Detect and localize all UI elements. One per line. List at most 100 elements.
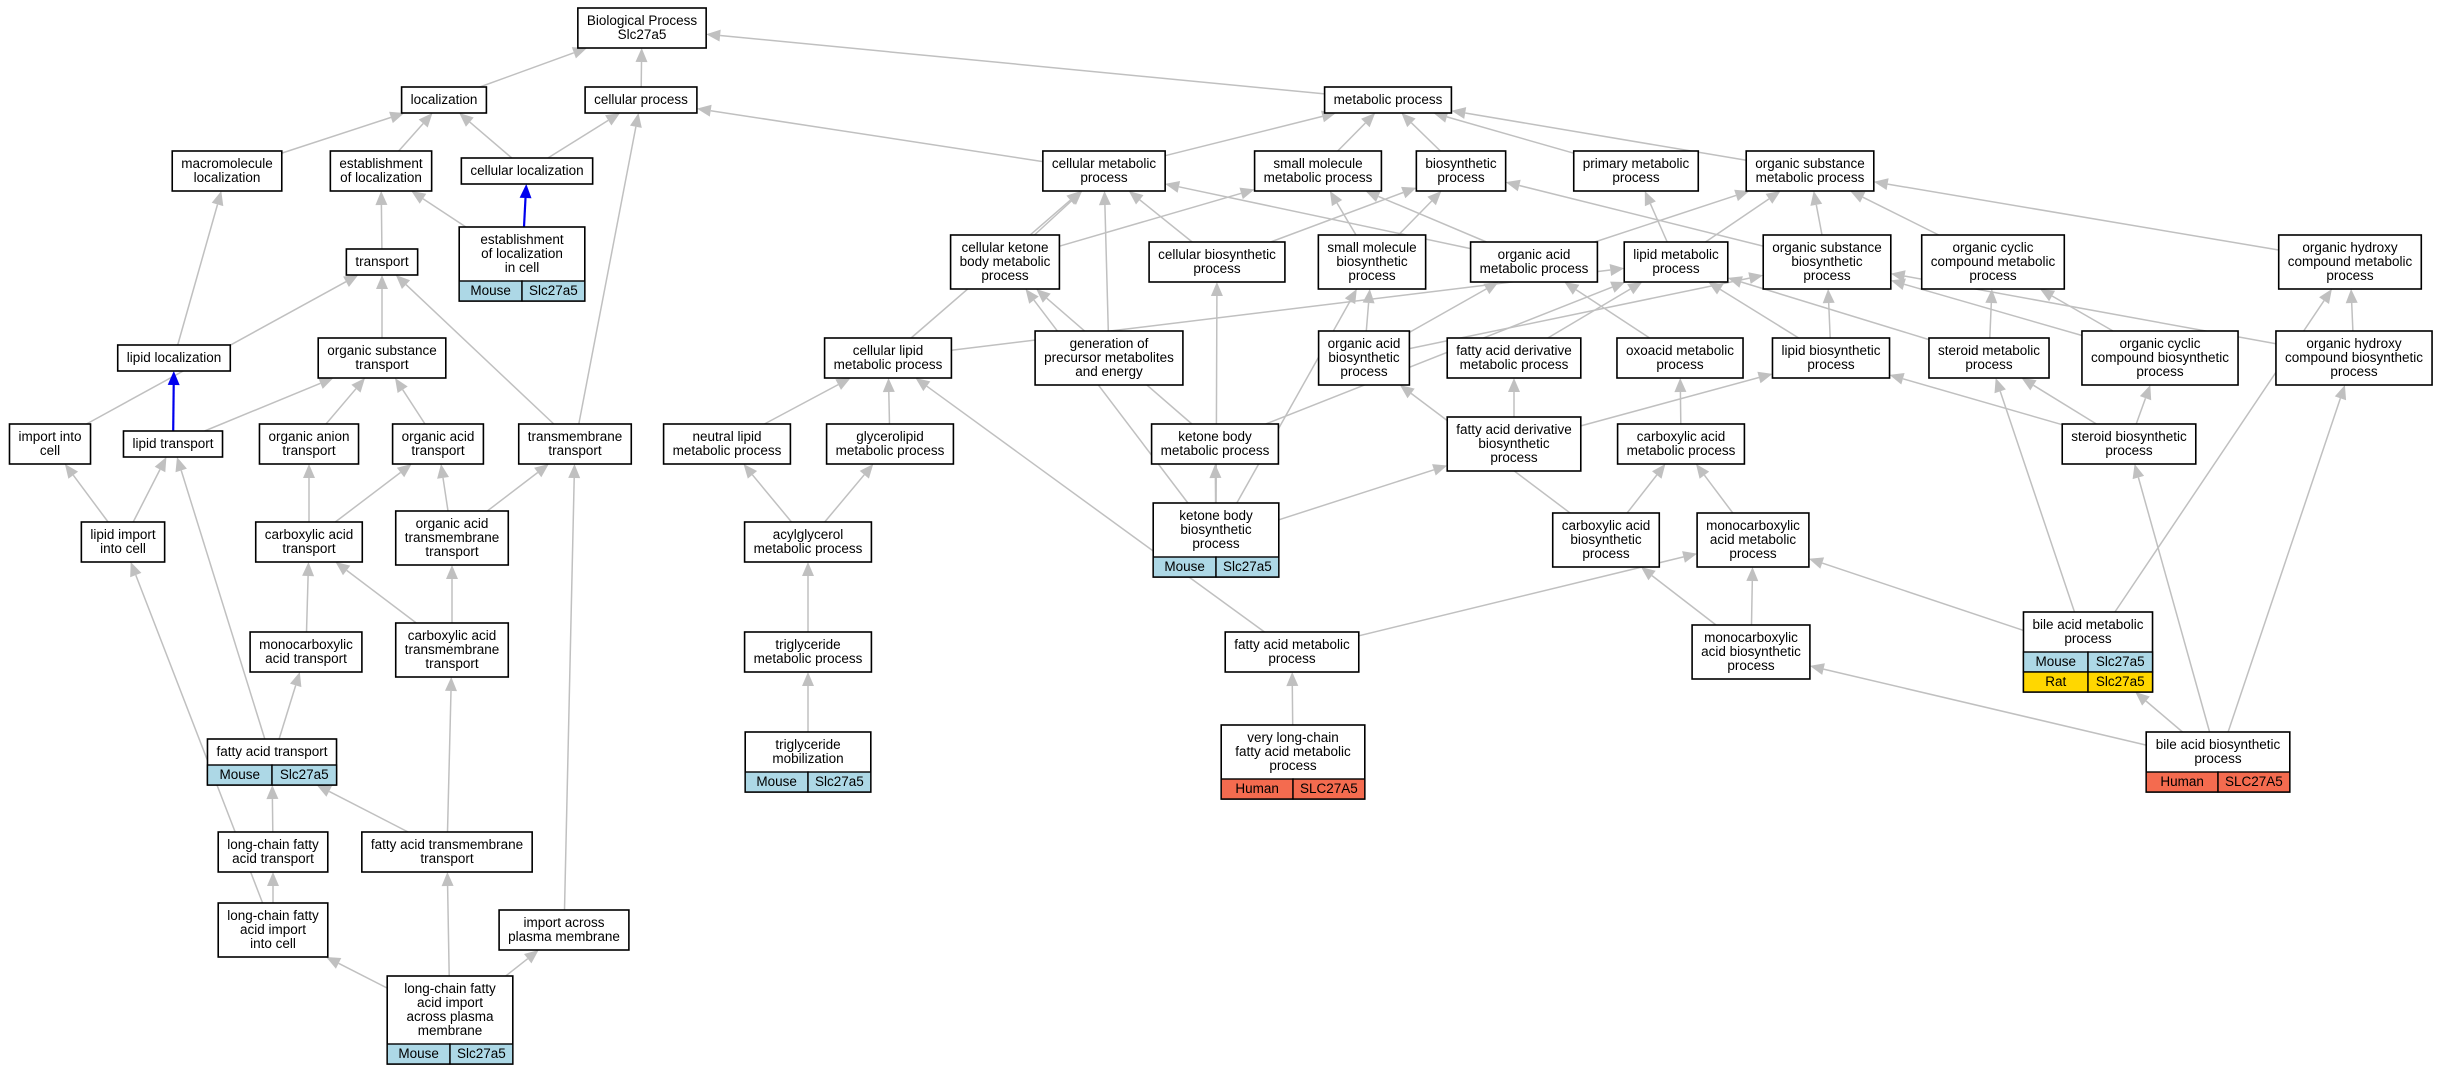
node-box: [662, 423, 792, 465]
edge-organic-substance-biosynthetic-process-to-biosynthetic-process: [1505, 179, 1764, 247]
edge-line: [1409, 288, 1487, 334]
node-box: [577, 7, 707, 49]
node-label-line: acid transport: [265, 651, 347, 666]
edge-line: [2145, 700, 2183, 733]
edge-arrowhead: [1810, 191, 1823, 206]
edge-arrowhead: [316, 785, 332, 797]
edge-line: [380, 204, 383, 250]
node-label-line: process: [1727, 658, 1775, 673]
gene-label: Slc27a5: [457, 1046, 506, 1061]
node-label-line: compound biosynthetic: [2285, 350, 2423, 365]
edge-line: [1651, 575, 1717, 626]
edge-arrowhead: [915, 378, 931, 392]
edge-arrowhead: [519, 184, 532, 199]
node-label-line: neutral lipid: [692, 429, 761, 444]
node-label-line: membrane: [418, 1023, 483, 1038]
node-box: [116, 344, 232, 372]
edge-metabolic-process-to-bp: [706, 29, 1325, 95]
edge-arrowhead: [1627, 282, 1643, 295]
edge-organic-acid-metabolic-process-to-small-molecule-metabolic-process: [1365, 190, 1487, 243]
node-label-line: organic acid: [1498, 247, 1571, 262]
edge-arrowhead: [303, 464, 315, 478]
edge-line: [505, 958, 529, 977]
edge-neutral-lipid-metabolic-process-to-cellular-lipid-metabolic-process: [764, 378, 851, 425]
node-label-line: triglyceride: [775, 637, 840, 652]
edge-arrowhead: [1610, 281, 1626, 293]
node-label-line: process: [1437, 170, 1485, 185]
node-label-line: transport: [355, 254, 409, 269]
edge-import-across-plasma-membrane-to-transmembrane-transport: [563, 464, 581, 911]
edge-cellular-localization-to-cellular-process: [547, 113, 621, 159]
node-label-line: metabolic process: [1756, 170, 1865, 185]
node-label-line: organic acid: [416, 516, 489, 531]
node-label-line: metabolic process: [754, 541, 863, 556]
node-box: [2275, 330, 2433, 386]
edge-arrowhead: [376, 275, 388, 289]
node-label-line: cellular biosynthetic: [1158, 247, 1276, 262]
edge-arrowhead: [1329, 191, 1343, 207]
node-label-line: small molecule: [1327, 240, 1416, 255]
edge-organic-cyclic-compound-biosynthetic-process-to-organic-cyclic-compound-metabolic-process: [2040, 289, 2114, 332]
node-label-line: acid metabolic: [1710, 532, 1797, 547]
node-label-line: process: [1656, 357, 1704, 372]
node-box: [122, 430, 224, 458]
node-box: [1771, 337, 1891, 379]
edge-small-molecule-biosynthetic-process-to-biosynthetic-process: [1397, 191, 1442, 236]
edge-line: [547, 119, 609, 159]
node-label-line: acid transport: [232, 851, 314, 866]
edge-arrowhead: [1757, 371, 1773, 384]
node-label-line: biosynthetic: [1328, 350, 1400, 365]
edge-line: [1575, 289, 1651, 339]
edge-fatty-acid-derivative-biosynthetic-process-to-lipid-biosynthetic-process: [1580, 371, 1773, 427]
edge-bile-acid-biosynthetic-process-to-monocarboxylic-acid-biosynthetic-process: [1809, 663, 2147, 746]
node-label-line: localization: [411, 92, 478, 107]
edge-line: [1594, 194, 1737, 243]
edge-carboxylic-acid-biosynthetic-process-to-carboxylic-acid-metabolic-process: [1626, 464, 1666, 514]
node-label-line: fatty acid metabolic: [1235, 744, 1351, 759]
node-label-line: metabolic process: [1161, 443, 1270, 458]
node-label-line: cellular metabolic: [1052, 156, 1157, 171]
node-label-line: transport: [355, 357, 409, 372]
edge-bile-acid-biosynthetic-process-to-bile-acid-metabolic-process: [2135, 692, 2183, 733]
edge-cellular-biosynthetic-process-to-biosynthetic-process: [1270, 186, 1417, 243]
edge-ketone-body-biosynthetic-process-to-fatty-acid-derivative-biosynthetic-process: [1278, 464, 1448, 521]
node-box: [2277, 234, 2423, 290]
edge-monocarboxylic-acid-biosynthetic-process-to-carboxylic-acid-biosynthetic-process: [1641, 567, 1717, 626]
edge-arrowhead: [696, 104, 712, 117]
edge-line: [180, 470, 266, 740]
edge-ketone-body-biosynthetic-process-to-cellular-biosynthetic-process: [1210, 282, 1223, 504]
edge-lipid-import-into-cell-to-import-into-cell: [64, 464, 109, 523]
edge-bile-acid-biosynthetic-process-to-steroid-biosynthetic-process: [2132, 464, 2211, 733]
edge-lipid-metabolic-process-to-primary-metabolic-process: [1644, 191, 1668, 243]
node-label-line: cellular ketone: [961, 240, 1048, 255]
edge-arrowhead: [175, 457, 187, 473]
edge-arrowhead: [351, 378, 365, 393]
node-box: [1253, 150, 1383, 192]
edge-line: [446, 690, 452, 833]
species-label: Mouse: [219, 767, 260, 782]
edge-arrowhead: [154, 457, 167, 473]
edge-arrowhead: [1708, 282, 1724, 295]
edge-line: [1358, 556, 1684, 637]
edge-localization-to-bp: [479, 47, 587, 88]
node-label-line: acid import: [240, 922, 306, 937]
edge-lipid-import-into-cell-to-lipid-transport: [132, 457, 167, 523]
node-box: [1762, 234, 1892, 290]
edge-line: [1902, 378, 2063, 426]
edge-line: [486, 471, 539, 512]
edge-oxoacid-metabolic-process-to-organic-acid-metabolic-process: [1564, 282, 1651, 339]
node-label-line: fatty acid transmembrane: [371, 837, 523, 852]
node-label-line: transport: [282, 541, 336, 556]
edge-line: [888, 391, 891, 425]
edge-organic-substance-biosynthetic-process-to-organic-substance-metabolic-process: [1810, 191, 1823, 236]
go-term-cellular-localization: cellular localization: [460, 157, 594, 185]
